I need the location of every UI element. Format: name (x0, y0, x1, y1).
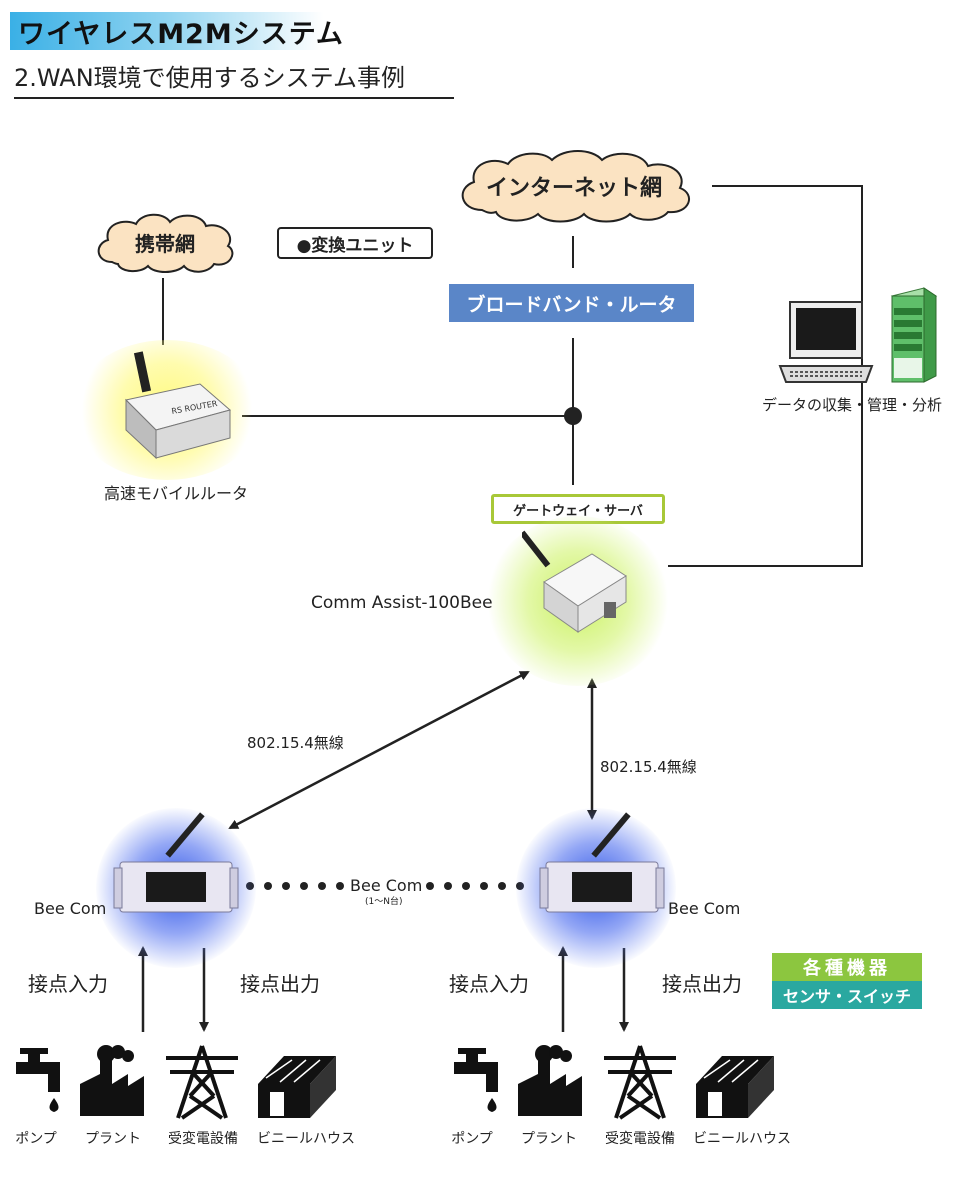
conversion-unit-label: ●変換ユニット (277, 227, 433, 259)
wireless-left-label: 802.15.4無線 (247, 734, 344, 752)
factory-icon (80, 1045, 144, 1116)
broadband-router-tag: ブロードバンド・ルータ (449, 284, 694, 322)
gateway-model-label: Comm Assist-100Bee (311, 593, 493, 613)
pump-icon (454, 1048, 498, 1112)
beecom-left-label: Bee Com (34, 899, 107, 918)
internet-label: インターネット網 (485, 176, 662, 201)
pump-icon (16, 1048, 60, 1112)
equip-right-greenhouse-label: ビニールハウス (693, 1131, 791, 1147)
equip-left-plant-label: プラント (85, 1131, 141, 1147)
gateway-device (522, 530, 627, 633)
factory-icon (518, 1045, 582, 1116)
beecom-right-device (539, 812, 665, 913)
mobile-router-label: 高速モバイルルータ (104, 484, 249, 503)
beecom-link-sub: (1〜N台) (365, 897, 403, 907)
mobile-cloud: 携帯網 (92, 210, 238, 274)
devices-badge-subtitle: センサ・スイッチ (772, 981, 922, 1009)
equip-right-substation-label: 受変電設備 (605, 1131, 675, 1147)
internet-cloud: インターネット網 (452, 148, 696, 224)
left-input-label: 接点入力 (28, 972, 108, 996)
equip-left-substation-label: 受変電設備 (168, 1131, 238, 1147)
wireless-right-label: 802.15.4無線 (600, 758, 697, 776)
equip-left-pump-label: ポンプ (15, 1131, 57, 1147)
devices-badge-title: 各種機器 (772, 953, 922, 981)
equip-left-greenhouse-label: ビニールハウス (257, 1131, 355, 1147)
right-input-label: 接点入力 (449, 972, 529, 996)
left-output-label: 接点出力 (240, 972, 320, 996)
page-title: ワイヤレスM2Mシステム (10, 12, 358, 50)
computer-icon (778, 301, 874, 383)
mobile-router-device: RS ROUTER (124, 351, 232, 460)
greenhouse-icon (696, 1056, 774, 1118)
equip-right-plant-label: プラント (521, 1131, 577, 1147)
wireless-left-arrow (228, 670, 530, 830)
junction-dot (564, 407, 582, 425)
equip-right-pump-label: ポンプ (451, 1131, 493, 1147)
server-icon (890, 287, 938, 383)
greenhouse-icon (258, 1056, 336, 1118)
beecom-right-label: Bee Com (668, 899, 741, 918)
substation-icon (166, 1045, 238, 1120)
substation-icon (604, 1045, 676, 1120)
page-subtitle: 2.WAN環境で使用するシステム事例 (14, 58, 454, 99)
data-collection-label: データの収集・管理・分析 (762, 396, 943, 414)
right-output-label: 接点出力 (662, 972, 742, 996)
mobile-label: 携帯網 (135, 231, 195, 256)
beecom-left-device (113, 812, 239, 913)
beecom-link-label: Bee Com (350, 876, 423, 895)
